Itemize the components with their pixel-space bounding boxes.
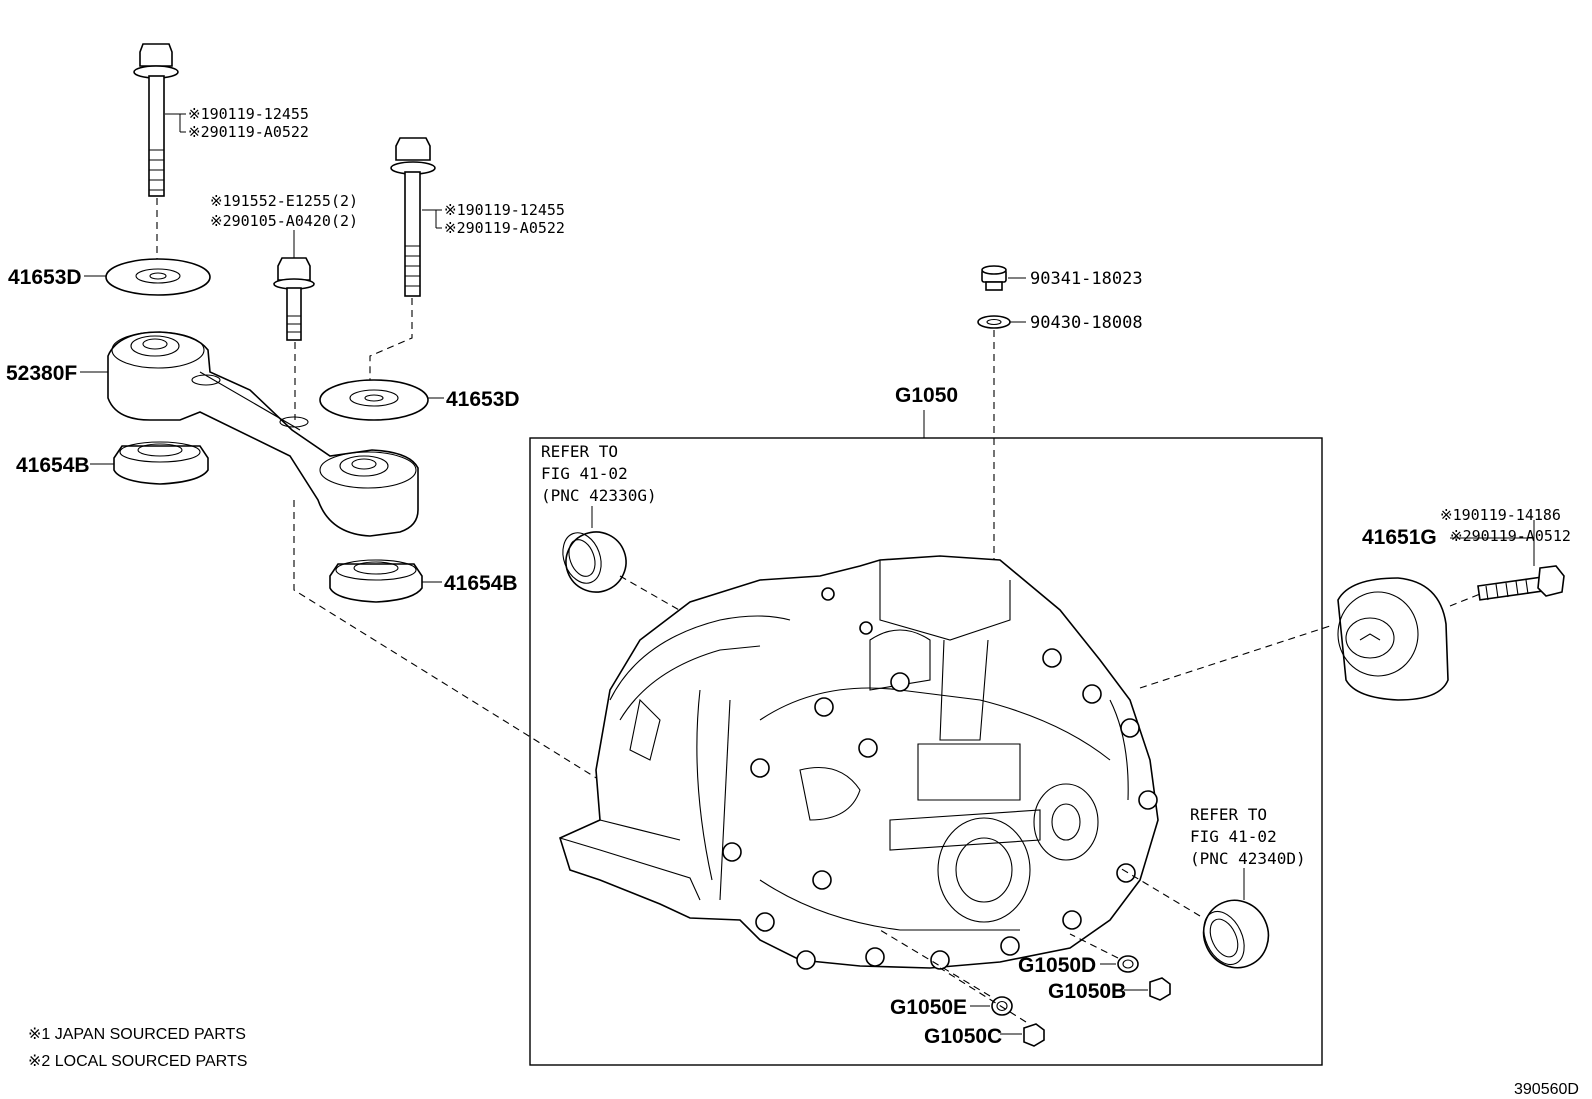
part-90430-18008[interactable]: 90430-18008 [1030,313,1143,333]
right-bolt-note-1: ※190119-14186 [1440,506,1561,524]
g1050d-ring-icon [1117,955,1139,973]
gasket-icon [977,315,1011,329]
g1050b-plug-icon [1149,977,1171,1001]
left-bolt-note-1: ※190119-12455 [188,105,309,123]
part-g1050e[interactable]: G1050E [890,996,967,1019]
assembly-label[interactable]: G1050 [895,384,958,407]
part-41651g[interactable]: 41651G [1362,526,1437,549]
washer-top-icon [105,258,211,296]
g1050e-ring-icon [991,996,1013,1016]
part-g1050d[interactable]: G1050D [1018,954,1096,977]
drawing-number: 390560D [1514,1081,1579,1098]
part-52380f[interactable]: 52380F [6,362,77,385]
legend-japan-sourced: ※1 JAPAN SOURCED PARTS [28,1026,246,1043]
transaxle-housing-icon [559,555,1159,970]
refer-right-line-3: (PNC 42340D) [1190,849,1306,868]
drain-plug-icon [981,265,1007,291]
part-41653d-mid[interactable]: 41653D [446,388,520,411]
part-g1050c[interactable]: G1050C [924,1025,1002,1048]
refer-left-line-1: REFER TO [541,442,618,461]
torque-rod-icon [107,331,419,537]
part-41654b-left[interactable]: 41654B [16,454,90,477]
left-bolt-note-2: ※290119-A0522 [188,123,309,141]
legend-local-sourced: ※2 LOCAL SOURCED PARTS [28,1053,247,1070]
right-bolt-icon [1477,565,1565,601]
refer-right-line-2: FIG 41-02 [1190,827,1277,846]
mid-bolt-note-1: ※190119-12455 [444,201,565,219]
right-bolt-note-2: ※290119-A0512 [1450,527,1571,545]
short-bolt-icon [273,257,315,341]
part-41653d-top[interactable]: 41653D [8,266,82,289]
short-bolt-note-1: ※191552-E1255(2) [210,192,358,210]
part-g1050b[interactable]: G1050B [1048,980,1126,1003]
left-bolt-icon [133,43,179,197]
mid-bolt-icon [390,137,436,297]
refer-left-line-3: (PNC 42330G) [541,486,657,505]
refer-right-line-1: REFER TO [1190,805,1267,824]
part-90341-18023[interactable]: 90341-18023 [1030,269,1143,289]
oil-seal-left-icon [562,531,627,593]
washer-mid-icon [319,379,429,421]
part-41654b-right[interactable]: 41654B [444,572,518,595]
oil-seal-right-icon [1202,899,1270,969]
bushing-right-icon [329,559,423,603]
g1050c-plug-icon [1023,1023,1045,1047]
short-bolt-note-2: ※290105-A0420(2) [210,212,358,230]
assembly-frame [529,437,1323,1066]
mid-bolt-note-2: ※290119-A0522 [444,219,565,237]
refer-left-line-2: FIG 41-02 [541,464,628,483]
mount-41651g-icon [1337,577,1449,701]
bushing-left-icon [113,441,209,485]
